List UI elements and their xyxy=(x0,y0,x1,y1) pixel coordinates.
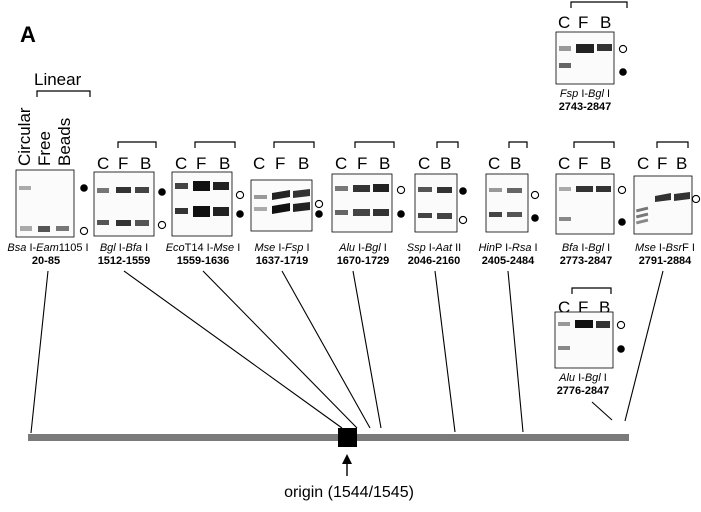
filled-circle-marker xyxy=(236,210,244,218)
filled-circle-marker xyxy=(397,210,405,218)
enzyme-label: Alu I-Bgl I xyxy=(558,372,607,384)
map-bar xyxy=(28,434,629,441)
lane-label-f: F xyxy=(578,154,588,173)
lane-label-b: B xyxy=(599,298,610,317)
lane-label-circular: Circular xyxy=(15,107,34,166)
filled-circle-marker xyxy=(531,214,539,222)
lane-label-f: F xyxy=(357,154,367,173)
lane-label-c: C xyxy=(418,154,430,173)
lane-label-f: F xyxy=(118,154,128,173)
origin-marker xyxy=(338,428,357,447)
lane-label-f: F xyxy=(657,154,667,173)
map-range-label: 2743-2847 xyxy=(559,101,612,113)
lane-label-b: B xyxy=(440,154,451,173)
blot-bsa-eam: Linear Circular Free Beads Bsa I-Eam1105… xyxy=(7,70,91,267)
lane-label-b: B xyxy=(510,154,521,173)
lane-label-free: Free xyxy=(35,131,54,166)
lane-label-b: B xyxy=(676,154,687,173)
open-circle-marker xyxy=(79,226,89,236)
open-circle-marker xyxy=(617,185,627,195)
lane-label-c: C xyxy=(97,154,109,173)
open-circle-marker xyxy=(396,185,406,195)
filled-circle-marker xyxy=(459,187,467,195)
blot-eco-mse: C F B EcoT14 I-Mse I 1559-1636 xyxy=(166,141,245,267)
panel-label: A xyxy=(20,22,36,47)
map-range-label: 2405-2484 xyxy=(482,255,535,267)
enzyme-label: Mse I-BsrF I xyxy=(635,242,695,254)
arrow-up-icon xyxy=(342,454,352,464)
enzyme-label: Fsp I-Bgl I xyxy=(560,88,610,100)
enzyme-label: EcoT14 I-Mse I xyxy=(166,242,241,254)
enzyme-label: Bsa I-Eam1105 I xyxy=(7,242,88,254)
open-circle-marker xyxy=(691,194,701,204)
filled-circle-marker xyxy=(315,210,323,218)
lane-label-c: C xyxy=(558,13,570,32)
linear-plasmid-map: origin (1544/1545) xyxy=(28,428,629,501)
filled-circle-marker xyxy=(158,188,166,196)
filled-circle-marker xyxy=(619,68,627,76)
filled-circle-marker xyxy=(617,345,625,353)
lane-label-b: B xyxy=(298,154,309,173)
map-range-label: 2776-2847 xyxy=(557,385,610,397)
blot-mse-fsp: C F B Mse I-Fsp I 1637-1719 xyxy=(250,141,324,267)
filled-circle-marker xyxy=(618,218,626,226)
lane-label-f: F xyxy=(196,154,206,173)
lane-label-b: B xyxy=(600,13,611,32)
map-range-label: 1559-1636 xyxy=(177,255,230,267)
map-range-label: 1512-1559 xyxy=(98,255,151,267)
lane-label-f: F xyxy=(578,13,588,32)
lane-label-c: C xyxy=(488,154,500,173)
enzyme-label: Ssp I-Aat II xyxy=(407,242,461,254)
blot-alu-bgl-2: C F B Alu I-Bgl I 2776-2847 xyxy=(554,287,626,397)
lane-label-b: B xyxy=(379,154,390,173)
lane-label-c: C xyxy=(335,154,347,173)
open-circle-marker xyxy=(235,190,245,200)
blot-fsp-bgl: C F B Fsp I-Bgl I 2743-2847 xyxy=(555,1,628,113)
blot-mse-bsrf: C F B Mse I-BsrF I 2791-2884 xyxy=(633,141,701,267)
lane-label-c: C xyxy=(558,154,570,173)
enzyme-label: Bgl I-Bfa I xyxy=(100,242,148,254)
map-connector-lines xyxy=(30,270,664,434)
enzyme-label: Mse I-Fsp I xyxy=(254,242,309,254)
filled-circle-marker xyxy=(80,184,88,192)
map-range-label: 2791-2884 xyxy=(639,255,692,267)
lane-label-b: B xyxy=(219,154,230,173)
blot-alu-bgl: C F B Alu I-Bgl I 1670-1729 xyxy=(331,141,406,267)
lane-label-f: F xyxy=(578,298,588,317)
enzyme-label: Bfa I-Bgl I xyxy=(562,242,610,254)
origin-label: origin (1544/1545) xyxy=(284,484,414,501)
enzyme-label: Alu I-Bgl I xyxy=(338,242,387,254)
linear-group-label: Linear xyxy=(34,70,82,89)
map-range-label: 1637-1719 xyxy=(256,255,309,267)
open-circle-marker xyxy=(314,199,324,209)
open-circle-marker xyxy=(530,190,540,200)
lane-label-beads: Beads xyxy=(55,118,74,166)
open-circle-marker xyxy=(157,220,167,230)
lane-label-c: C xyxy=(175,154,187,173)
lane-label-c: C xyxy=(637,154,649,173)
blot-bfa-bgl: C F B Bfa I-Bgl I 2773-2847 xyxy=(555,141,627,267)
map-range-label: 2046-2160 xyxy=(408,255,461,267)
open-circle-marker xyxy=(458,215,468,225)
map-range-label: 1670-1729 xyxy=(337,255,390,267)
lane-label-f: F xyxy=(275,154,285,173)
open-circle-marker xyxy=(618,44,628,54)
enzyme-label: HinP I-Rsa I xyxy=(478,242,537,254)
lane-label-c: C xyxy=(253,154,265,173)
blot-hinp-rsa: C B HinP I-Rsa I 2405-2484 xyxy=(478,141,540,267)
lane-label-b: B xyxy=(600,154,611,173)
map-range-label: 2773-2847 xyxy=(560,255,613,267)
map-range-label: 20-85 xyxy=(32,255,60,267)
blot-bgl-bfa: C F B Bgl I-Bfa I 1512-1559 xyxy=(93,141,167,267)
lane-label-b: B xyxy=(140,154,151,173)
open-circle-marker xyxy=(616,320,626,330)
blot-ssp-aat: C B Ssp I-Aat II 2046-2160 xyxy=(407,141,468,267)
